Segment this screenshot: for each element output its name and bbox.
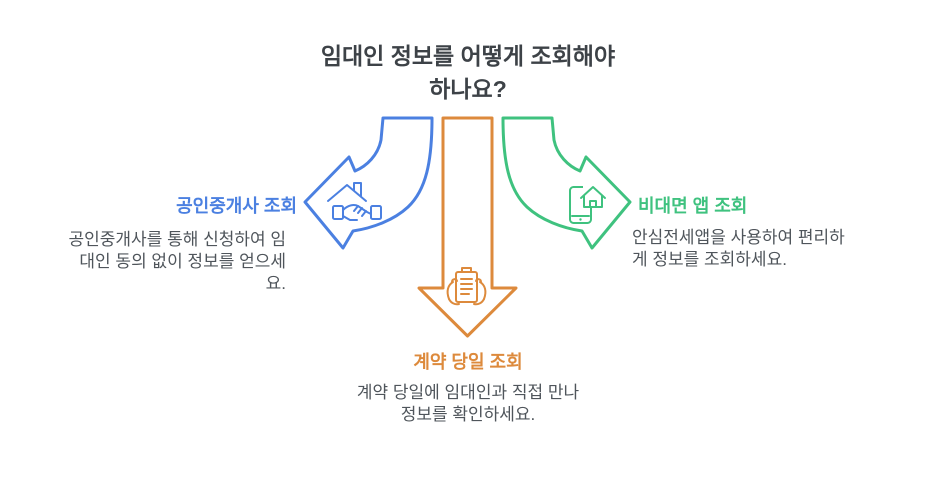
right-branch-arrow [501, 116, 632, 250]
left-description-line3: 요. [265, 274, 286, 293]
left-description-line1: 공인중개사를 통해 신청하여 임 [68, 230, 287, 249]
page-title-line1: 임대인 정보를 어떻게 조회해야 [320, 43, 616, 69]
bottom-branch-label: 계약 당일 조회 [413, 352, 523, 372]
bottom-description-line1: 계약 당일에 임대인과 직접 만나 [356, 383, 580, 402]
house-handshake-icon [327, 182, 382, 221]
bottom-branch-description: 계약 당일에 임대인과 직접 만나 정보를 확인하세요. [0, 382, 936, 426]
right-branch-description: 안심전세앱을 사용하여 편리하 게 정보를 조회하세요. [632, 227, 845, 271]
bottom-description-line2: 정보를 확인하세요. [400, 405, 536, 424]
left-branch-description: 공인중개사를 통해 신청하여 임 대인 동의 없이 정보를 얻으세 요. [69, 229, 287, 295]
left-description-line2: 대인 동의 없이 정보를 얻으세 [79, 252, 286, 271]
smartphone-house-icon [569, 185, 606, 224]
bottom-branch-arrow [417, 116, 518, 338]
right-description-line2: 게 정보를 조회하세요. [632, 250, 787, 269]
right-branch-label: 비대면 앱 조회 [638, 196, 748, 216]
left-branch-label: 공인중개사 조회 [176, 196, 297, 216]
page-title-line2: 하나요? [429, 76, 507, 102]
right-description-line1: 안심전세앱을 사용하여 편리하 [632, 228, 845, 247]
hands-holding-document-icon [446, 267, 487, 306]
left-branch-arrow [303, 116, 434, 250]
page-title: 임대인 정보를 어떻게 조회해야 하나요? [0, 40, 936, 106]
